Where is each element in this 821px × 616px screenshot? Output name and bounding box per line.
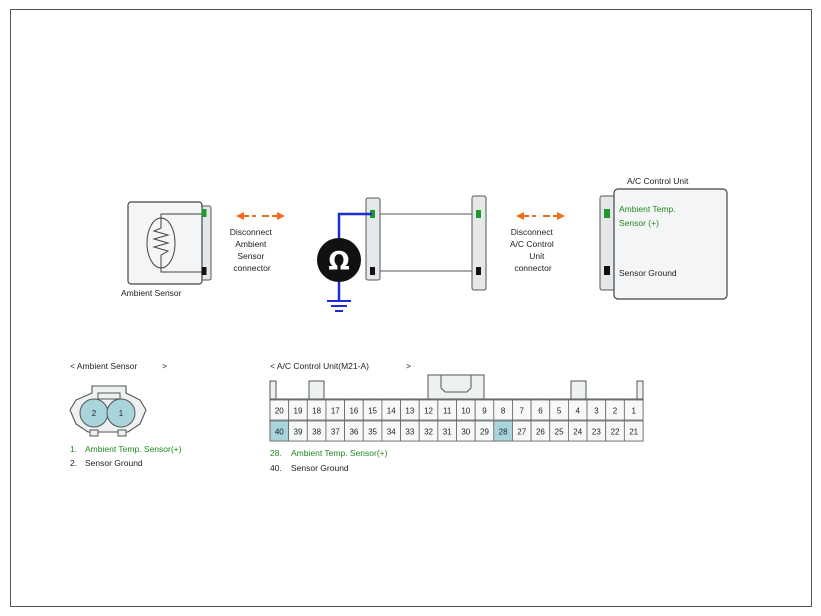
acu-pin-label-18: 18 [312, 407, 321, 416]
svg-text:2: 2 [92, 409, 97, 418]
acu-title: A/C Control Unit [627, 176, 689, 186]
svg-text:1: 1 [119, 409, 124, 418]
acu-pin-label-36: 36 [349, 428, 358, 437]
acu-pin-label-22: 22 [611, 428, 620, 437]
disconnect-right-arrows [516, 212, 565, 220]
ac-control-unit: A/C Control Unit Ambient Temp. Sensor (+… [599, 176, 728, 300]
acu-pin-label-19: 19 [294, 407, 303, 416]
ambient-sensor-component: Ambient Sensor [121, 201, 212, 298]
acu-pin-label-24: 24 [573, 428, 582, 437]
acu-pin-label-37: 37 [331, 428, 340, 437]
disconnect-left-arrows [236, 212, 285, 220]
ohmmeter-leads [337, 212, 372, 300]
sensor-connector-title: < Ambient Sensor [70, 361, 138, 371]
acu-connector-title: < A/C Control Unit(M21-A) [270, 361, 369, 371]
arrow-right-icon [557, 212, 565, 220]
ambient-sensor-body [127, 201, 203, 285]
ohmmeter-icon: Ω [317, 238, 361, 282]
acu-pin-label-32: 32 [424, 428, 433, 437]
acu-pin-label-1: 1 [631, 407, 636, 416]
sensor-legend-1: 1. Ambient Temp. Sensor(+) [70, 444, 182, 454]
ground-icon [327, 300, 351, 312]
disconnect-right-note: Disconnect A/C Control Unit connector [510, 227, 556, 273]
acu-pin-label-23: 23 [592, 428, 601, 437]
acu-legend-28: 28. Ambient Temp. Sensor(+) [270, 448, 388, 458]
sensor-connector-view: < Ambient Sensor > 2 1 1. Ambient Temp. … [69, 361, 182, 468]
acu-pin-label-21: 21 [629, 428, 638, 437]
acu-connector-latch [427, 374, 485, 400]
acu-pin-label-13: 13 [405, 407, 414, 416]
acu-pin-label-33: 33 [405, 428, 414, 437]
acu-pin-label-28: 28 [499, 428, 508, 437]
acu-pin-label-14: 14 [387, 407, 396, 416]
sensor-pin-1 [106, 398, 136, 428]
acu-terminal-40 [604, 266, 610, 275]
acu-connector-title-end: > [406, 361, 411, 371]
acu-pin-label-31: 31 [443, 428, 452, 437]
acu-pin-label-34: 34 [387, 428, 396, 437]
sensor-terminal-1 [201, 209, 207, 217]
acu-pin-21 [623, 420, 644, 442]
arrow-left-icon [236, 212, 244, 220]
sensor-connector-title-end: > [162, 361, 167, 371]
acu-pin-label-11: 11 [443, 407, 452, 416]
sensor-legend-2: 2. Sensor Ground [70, 458, 143, 468]
harness-connector-right [471, 195, 487, 291]
acu-pin-label-26: 26 [536, 428, 545, 437]
acu-pin-label-9: 9 [482, 407, 487, 416]
acu-pin-label-12: 12 [424, 407, 433, 416]
acu-pin-label-5: 5 [557, 407, 562, 416]
acu-pin-ground-label: Sensor Ground [619, 268, 677, 278]
acu-pin-label-6: 6 [538, 407, 543, 416]
acu-pin-label-35: 35 [368, 428, 377, 437]
ohmmeter-symbol: Ω [328, 246, 349, 275]
harness [365, 195, 487, 291]
acu-pin-label-27: 27 [517, 428, 526, 437]
acu-pin-label-3: 3 [594, 407, 599, 416]
ambient-sensor-label: Ambient Sensor [121, 288, 182, 298]
acu-pin-label-39: 39 [294, 428, 303, 437]
arrow-left-icon [516, 212, 524, 220]
acu-pin-label-7: 7 [520, 407, 525, 416]
harness-connector-left [365, 197, 381, 281]
acu-pin-1 [623, 399, 644, 421]
acu-pin-label-40: 40 [275, 428, 284, 437]
acu-pin-label-17: 17 [331, 407, 340, 416]
acu-pin-label-38: 38 [312, 428, 321, 437]
acu-pin-label-25: 25 [555, 428, 564, 437]
disconnect-left-note: Disconnect Ambient Sensor connector [230, 227, 274, 273]
acu-pin-label-16: 16 [349, 407, 358, 416]
arrow-right-icon [277, 212, 285, 220]
acu-pin-sensor-plus-label: Ambient Temp. Sensor (+) [619, 204, 678, 228]
acu-body [613, 188, 728, 300]
acu-terminal-28 [604, 209, 610, 218]
diagram-frame [10, 9, 812, 607]
acu-pin-label-10: 10 [461, 407, 470, 416]
sensor-terminal-2 [201, 267, 207, 275]
acu-pin-label-30: 30 [461, 428, 470, 437]
acu-pin-label-29: 29 [480, 428, 489, 437]
acu-legend-40: 40. Sensor Ground [270, 463, 349, 473]
acu-pin-label-15: 15 [368, 407, 377, 416]
acu-pin-label-20: 20 [275, 407, 284, 416]
acu-pin-label-4: 4 [576, 407, 581, 416]
acu-pin-label-2: 2 [613, 407, 618, 416]
acu-pin-label-8: 8 [501, 407, 506, 416]
